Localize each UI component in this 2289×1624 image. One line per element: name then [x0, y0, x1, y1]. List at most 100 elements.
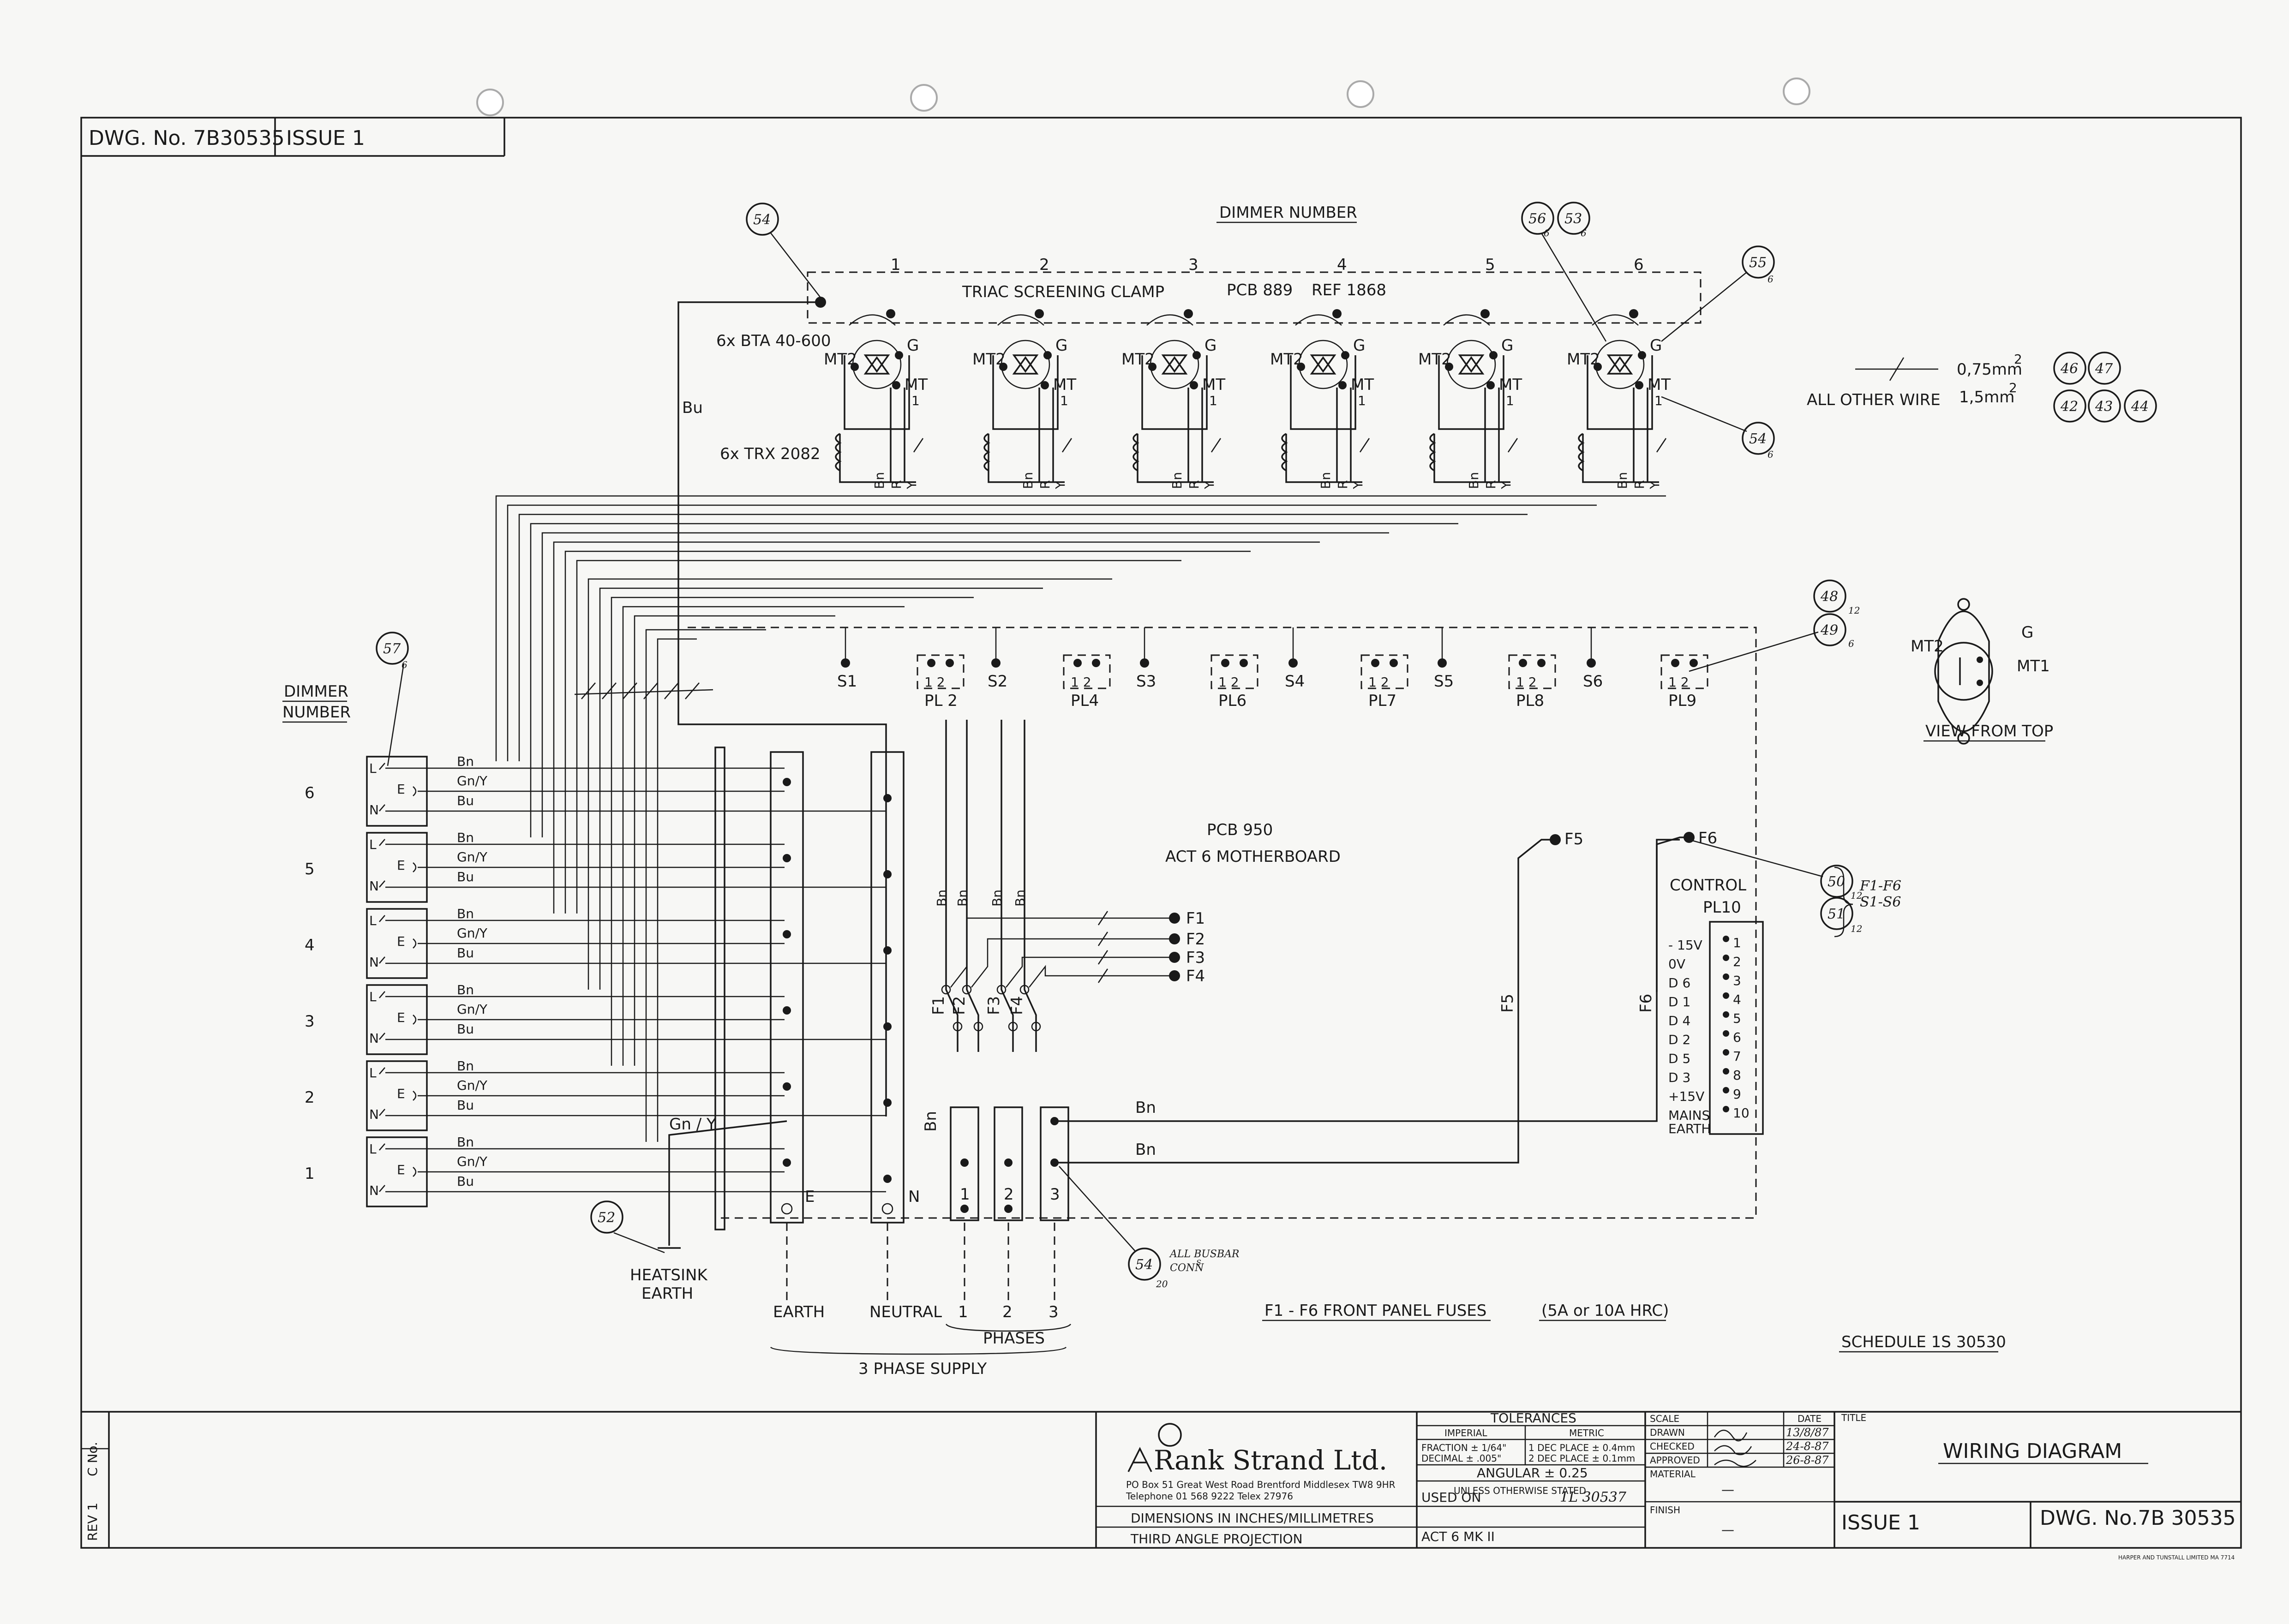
svg-text:1: 1: [1358, 393, 1366, 408]
svg-text:3: 3: [305, 1012, 315, 1031]
svg-text:1: 1: [1209, 393, 1217, 408]
neutral-supply-label: NEUTRAL: [869, 1303, 942, 1321]
phase-1-busbar: [950, 1106, 979, 1221]
svg-text:3: 3: [1050, 1185, 1060, 1204]
svg-text:CHECKED: CHECKED: [1650, 1441, 1695, 1452]
svg-text:E: E: [397, 1162, 405, 1177]
svg-text:Gn/Y: Gn/Y: [457, 773, 488, 788]
svg-text:—: —: [1721, 1522, 1734, 1537]
svg-text:PL6: PL6: [1218, 692, 1246, 710]
dimmer-label: DIMMER: [284, 682, 348, 701]
svg-text:PL4: PL4: [1071, 692, 1099, 710]
callout-53: 53: [1557, 202, 1590, 235]
company-telephone: Telephone 01 568 9222 Telex 27976: [1126, 1491, 1293, 1502]
svg-text:Bn: Bn: [1135, 1099, 1156, 1117]
svg-text:R: R: [1483, 480, 1498, 489]
svg-text:Y: Y: [904, 481, 919, 490]
svg-text:MT: MT: [905, 376, 928, 394]
svg-text:50: 50: [1828, 874, 1845, 890]
svg-text:Gn/Y: Gn/Y: [457, 925, 488, 941]
svg-text:Bn: Bn: [1135, 1140, 1156, 1159]
svg-text:1 2: 1 2: [1668, 675, 1689, 690]
svg-text:MT: MT: [1351, 376, 1374, 394]
phases-label: PHASES: [983, 1329, 1045, 1348]
issue-header: ISSUE 1: [286, 126, 365, 150]
ref-1868-label: REF 1868: [1312, 281, 1386, 299]
svg-text:MT2: MT2: [1567, 350, 1600, 369]
svg-text:L: L: [369, 989, 377, 1004]
svg-text:Gn/Y: Gn/Y: [457, 849, 488, 865]
fuse-rating-note: (5A or 10A HRC): [1541, 1302, 1669, 1320]
punch-hole: [1783, 78, 1810, 105]
svg-text:L: L: [369, 1141, 377, 1157]
svg-text:6: 6: [1768, 274, 1774, 285]
title-block: REV 1 C No. Rank Strand Ltd. PO Box 51 G…: [81, 1410, 2241, 1561]
svg-text:54: 54: [753, 212, 771, 228]
svg-text:Bn: Bn: [457, 1058, 474, 1074]
svg-text:R: R: [1037, 480, 1053, 489]
dimmer-number-heading: DIMMER NUMBER: [1219, 203, 1357, 222]
svg-text:4: 4: [1733, 992, 1741, 1007]
svg-text:DATE: DATE: [1798, 1413, 1822, 1424]
triac-clamp-box: [807, 271, 1702, 324]
svg-text:3: 3: [1733, 973, 1741, 988]
svg-text:1 2: 1 2: [1218, 675, 1239, 690]
note-f1-f6: F1-F6: [1859, 878, 1901, 894]
phase-2-busbar: [994, 1106, 1023, 1221]
svg-text:54: 54: [1749, 431, 1767, 447]
svg-text:1 2: 1 2: [1368, 675, 1389, 690]
svg-text:UNLESS OTHERWISE STATED: UNLESS OTHERWISE STATED: [1454, 1485, 1586, 1496]
svg-text:12: 12: [1848, 605, 1860, 616]
svg-text:Bn: Bn: [922, 1111, 940, 1132]
svg-text:Bn: Bn: [457, 1134, 474, 1150]
svg-text:Bn: Bn: [1020, 472, 1036, 489]
svg-text:6: 6: [1848, 638, 1854, 649]
svg-text:S1: S1: [837, 672, 857, 691]
svg-text:42: 42: [2060, 399, 2078, 415]
svg-text:4: 4: [1337, 256, 1347, 274]
rev-label: REV 1: [85, 1503, 100, 1541]
svg-text:CONN: CONN: [1170, 1262, 1204, 1274]
svg-text:FRACTION ± 1/64": FRACTION ± 1/64": [1421, 1442, 1506, 1453]
svg-text:Bn: Bn: [457, 754, 474, 769]
svg-text:5: 5: [1733, 1011, 1741, 1026]
svg-text:N: N: [369, 878, 379, 894]
svg-text:S4: S4: [1285, 672, 1305, 691]
svg-text:F1: F1: [929, 996, 948, 1015]
svg-text:Bn: Bn: [1318, 472, 1333, 489]
svg-text:S2: S2: [988, 672, 1007, 691]
dwg-number-header: DWG. No. 7B30535: [89, 126, 285, 150]
callout-57: 57: [376, 632, 409, 665]
svg-text:R: R: [889, 480, 904, 489]
svg-text:PL9: PL9: [1668, 692, 1696, 710]
svg-text:MAINS: MAINS: [1668, 1108, 1710, 1123]
tolerances-heading: TOLERANCES: [1490, 1410, 1576, 1426]
svg-text:6: 6: [305, 784, 315, 802]
svg-text:1: 1: [891, 256, 901, 274]
svg-text:52: 52: [598, 1210, 615, 1226]
svg-text:PL 2: PL 2: [924, 692, 958, 710]
svg-text:S6: S6: [1583, 672, 1603, 691]
svg-text:E: E: [397, 782, 405, 797]
printer-note: HARPER AND TUNSTALL LIMITED MA 7714: [2118, 1554, 2235, 1561]
svg-text:R: R: [1632, 480, 1647, 489]
svg-text:48: 48: [1820, 589, 1838, 605]
callout-56: 56: [1521, 202, 1554, 235]
svg-text:TITLE: TITLE: [1841, 1412, 1866, 1423]
drawing-title: WIRING DIAGRAM: [1943, 1439, 2122, 1463]
svg-text:43: 43: [2095, 399, 2113, 415]
svg-text:E: E: [805, 1188, 815, 1206]
svg-text:1: 1: [1506, 393, 1514, 408]
svg-text:Gn/Y: Gn/Y: [457, 1154, 488, 1169]
svg-text:F5: F5: [1498, 994, 1517, 1013]
svg-text:EARTH: EARTH: [1668, 1121, 1711, 1136]
svg-text:USED ON: USED ON: [1421, 1490, 1481, 1505]
pcb-889-label: PCB 889: [1227, 281, 1293, 299]
svg-text:D 2: D 2: [1668, 1032, 1690, 1047]
svg-text:E: E: [397, 1010, 405, 1025]
